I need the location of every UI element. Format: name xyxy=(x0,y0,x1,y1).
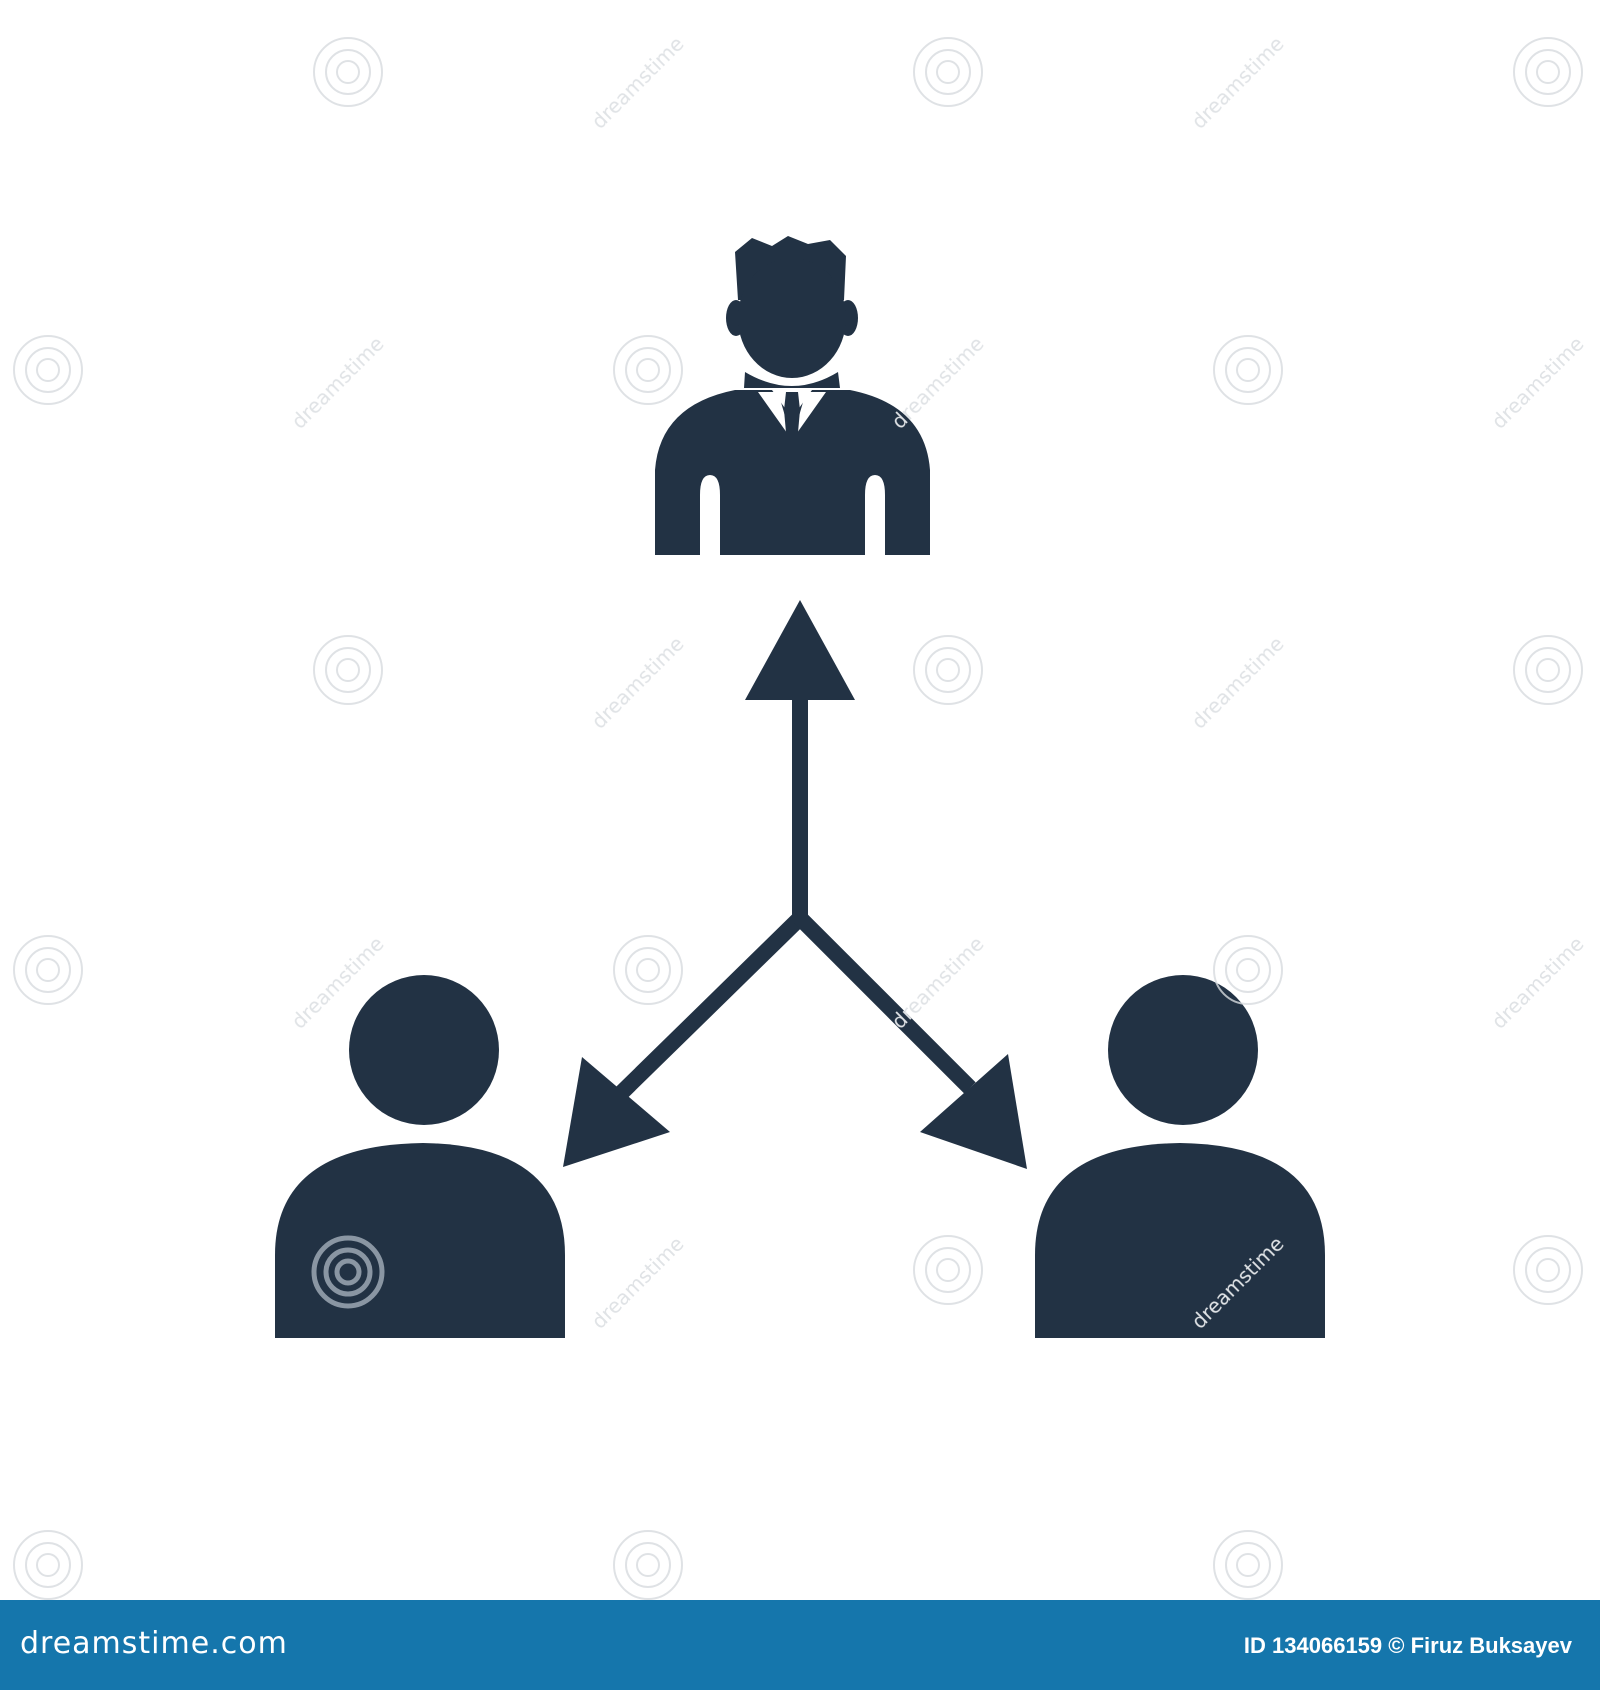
dreamstime-logo: dreamstime.com xyxy=(20,1626,288,1661)
person-icon-left xyxy=(275,975,565,1338)
person-icon-right xyxy=(1035,975,1325,1338)
businessman-icon xyxy=(655,236,930,555)
credit-bar: dreamstime.com ID 134066159 © Firuz Buks… xyxy=(0,1600,1600,1690)
three-way-arrow-icon xyxy=(563,600,1027,1169)
image-credit: ID 134066159 © Firuz Buksayev xyxy=(1243,1633,1572,1658)
network-diagram-illustration xyxy=(275,236,1325,1338)
